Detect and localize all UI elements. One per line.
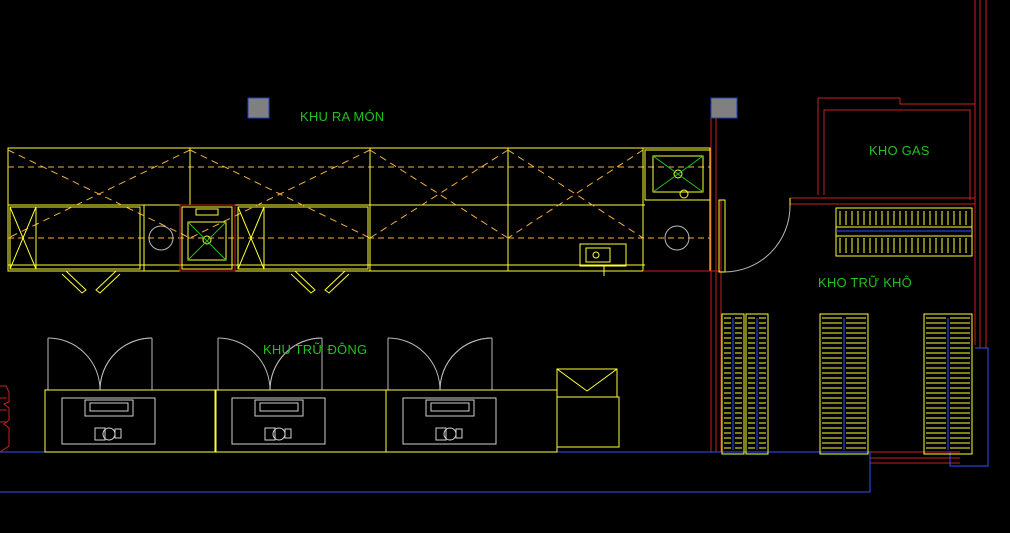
sink-icon [181,206,233,270]
column-marker-left [247,97,270,119]
gas-rack-slats [839,211,967,253]
sink-icon [644,149,711,201]
zone-label-khu-tru-dong: KHU TRỮ ĐÔNG [263,342,368,357]
compressor-icon [435,427,463,441]
door-swing-icon [269,337,323,391]
door-swing-icon [99,337,153,391]
compressor-icon [94,427,122,441]
exterior-walls [710,0,987,464]
shelving-unit [923,313,973,455]
freezer-units [44,389,558,453]
shelving-unit [745,313,769,455]
hidden-lines [7,149,644,239]
counter-cavity [179,204,720,272]
shelving-unit [819,313,869,455]
under-counter-cabinets [9,206,369,294]
compressor-icon [264,427,292,441]
gas-rack [835,207,973,257]
shelving-units [721,313,973,455]
column-marker-right [710,97,738,119]
post-circles [148,225,690,251]
side-cabinet [556,368,620,448]
door-swing-icon [387,337,441,391]
zone-label-khu-ra-mon: KHU RA MÓN [300,109,385,124]
hand-sink-icon [579,243,627,276]
door-swing-icon [217,337,271,391]
zone-label-kho-gas: KHO GAS [869,143,930,158]
door-swing-icon [439,337,493,391]
zone-label-kho-tru-kho: KHO TRỮ KHÔ [818,275,912,290]
fire-extinguisher-icon [0,385,10,453]
prep-counter [7,147,711,272]
freezer-icon [44,389,217,453]
door-swing-icon [718,198,791,273]
shelving-unit [721,313,745,455]
freezer-door-swings [47,337,493,391]
door-swing-icon [47,337,101,391]
